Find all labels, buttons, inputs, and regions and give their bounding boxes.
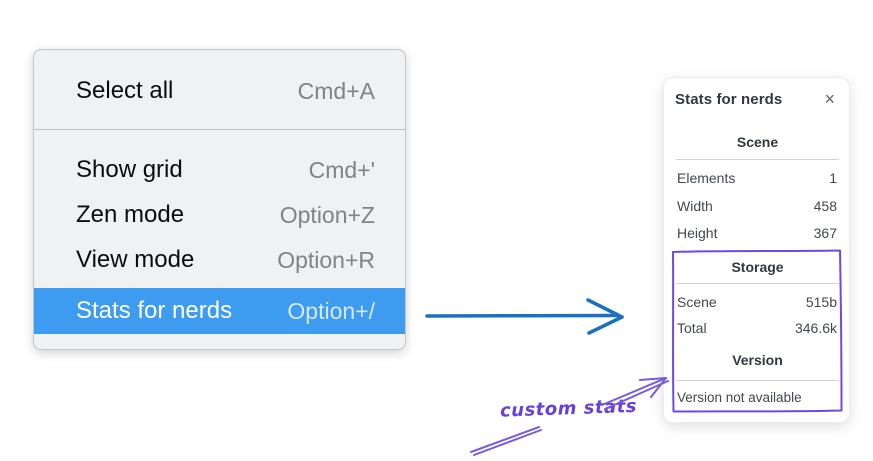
stat-value: 1 xyxy=(829,170,837,186)
menu-item-stats-for-nerds[interactable]: Stats for nerds Option+/ xyxy=(34,288,405,334)
menu-item-show-grid[interactable]: Show grid Cmd+' xyxy=(34,147,405,193)
stat-label: Total xyxy=(677,320,707,336)
menu-item-shortcut: Cmd+' xyxy=(308,156,375,183)
section-rule xyxy=(676,159,839,160)
section-heading-version: Version xyxy=(732,352,783,368)
menu-item-view-mode[interactable]: View mode Option+R xyxy=(34,237,405,283)
stat-row-height: Height 367 xyxy=(677,224,837,242)
version-note: Version not available xyxy=(677,390,802,405)
stat-label: Height xyxy=(677,225,718,241)
menu-item-zen-mode[interactable]: Zen mode Option+Z xyxy=(34,192,405,238)
menu-item-label: Select all xyxy=(76,77,174,104)
menu-item-label: Stats for nerds xyxy=(76,297,233,324)
menu-item-select-all[interactable]: Select all Cmd+A xyxy=(34,68,405,114)
stat-row-total: Total 346.6k xyxy=(677,319,837,337)
menu-item-label: Show grid xyxy=(76,156,183,183)
section-rule xyxy=(676,380,839,381)
stat-row-width: Width 458 xyxy=(677,197,837,215)
context-menu: Select all Cmd+A Show grid Cmd+' Zen mod… xyxy=(33,49,406,350)
stat-row-elements: Elements 1 xyxy=(677,169,837,187)
section-rule xyxy=(676,283,839,284)
menu-item-label: Zen mode xyxy=(76,201,185,228)
annotation-arrow-tail xyxy=(470,426,542,456)
menu-divider xyxy=(34,129,405,130)
menu-item-shortcut: Cmd+A xyxy=(297,77,375,104)
stat-label: Scene xyxy=(677,294,717,310)
stat-value: 346.6k xyxy=(794,320,837,336)
menu-item-shortcut: Option+Z xyxy=(279,201,375,228)
close-icon[interactable]: × xyxy=(824,89,835,109)
menu-item-shortcut: Option+R xyxy=(277,246,375,273)
stat-value: 515b xyxy=(805,294,837,310)
section-heading-scene: Scene xyxy=(736,134,779,150)
annotation-custom-stats: custom stats xyxy=(499,395,638,422)
stat-value: 367 xyxy=(813,225,837,241)
stats-panel-title: Stats for nerds xyxy=(675,90,783,108)
stat-row-scene: Scene 515b xyxy=(677,293,837,311)
flow-arrow xyxy=(425,298,624,335)
menu-item-label: View mode xyxy=(76,246,195,273)
stats-panel: Stats for nerds × Scene Elements 1 Width… xyxy=(663,77,850,423)
stats-panel-header: Stats for nerds × xyxy=(675,88,837,110)
stat-label: Width xyxy=(677,198,713,214)
stat-label: Elements xyxy=(677,170,736,186)
section-heading-storage: Storage xyxy=(731,259,784,275)
menu-item-shortcut: Option+/ xyxy=(287,297,375,324)
stat-value: 458 xyxy=(813,198,837,214)
